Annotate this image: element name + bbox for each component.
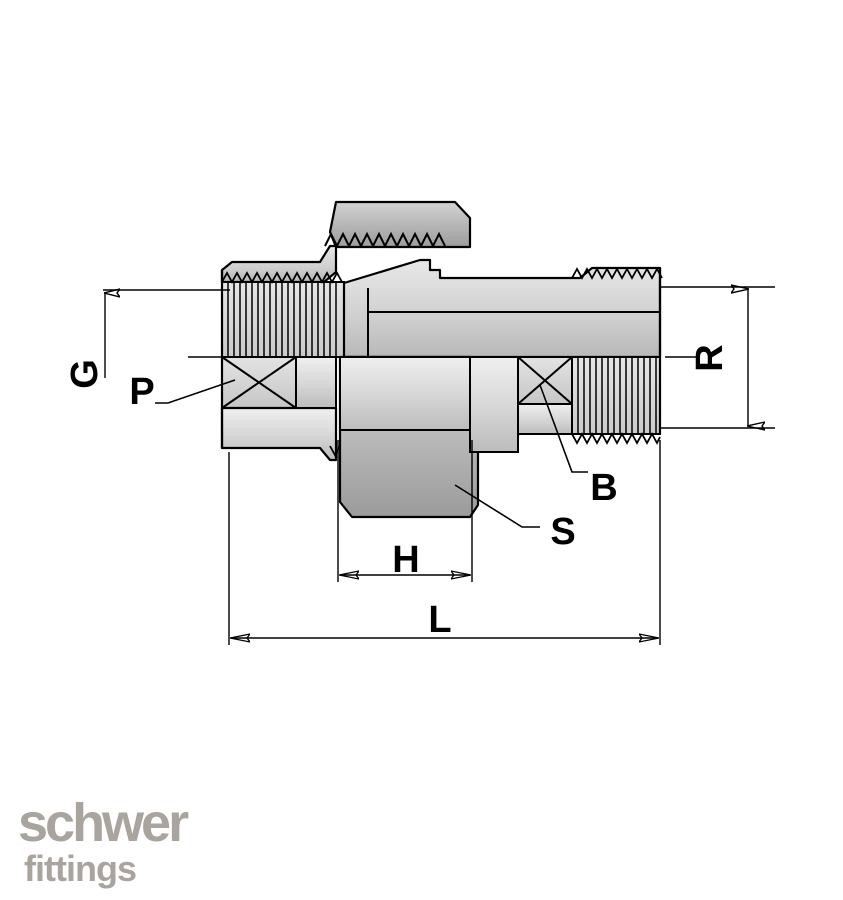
callout-label-p: P [129, 371, 154, 413]
company-logo: schwer fittings [18, 793, 258, 894]
right-shoulder-lower [517, 403, 573, 435]
callout-annotations: P B S [129, 371, 617, 553]
logo-primary-text: schwer [18, 793, 189, 853]
left-thread-crest [221, 271, 343, 284]
dimension-label-g: G [64, 359, 106, 389]
dimension-annotations: G R H L [64, 287, 775, 645]
left-thread-lines [227, 282, 337, 357]
center-shoulder-lower [469, 356, 519, 453]
dimension-label-l: L [428, 599, 451, 641]
left-seal-cross [221, 356, 297, 409]
right-thread-crest [571, 267, 663, 280]
center-hex-upper-face [339, 356, 471, 431]
top-hex-thread [324, 231, 446, 249]
callout-label-s: S [550, 511, 575, 553]
b-leader-line [539, 384, 588, 473]
left-nut-lower [220, 406, 338, 462]
fitting-geometry [188, 200, 700, 519]
left-nut-lower-fill [295, 356, 337, 409]
dimension-label-r: R [689, 344, 731, 371]
p-leader-line [155, 379, 236, 404]
right-seal-cross [517, 356, 573, 405]
right-thread-root [571, 432, 661, 445]
right-thread-band [571, 356, 661, 435]
callout-label-b: B [590, 467, 617, 509]
s-leader-line [454, 484, 540, 528]
logo-secondary-text: fittings [24, 848, 137, 890]
center-barrel-upper [342, 258, 662, 359]
dimension-label-h: H [392, 539, 419, 581]
right-thread-lines [577, 357, 657, 434]
